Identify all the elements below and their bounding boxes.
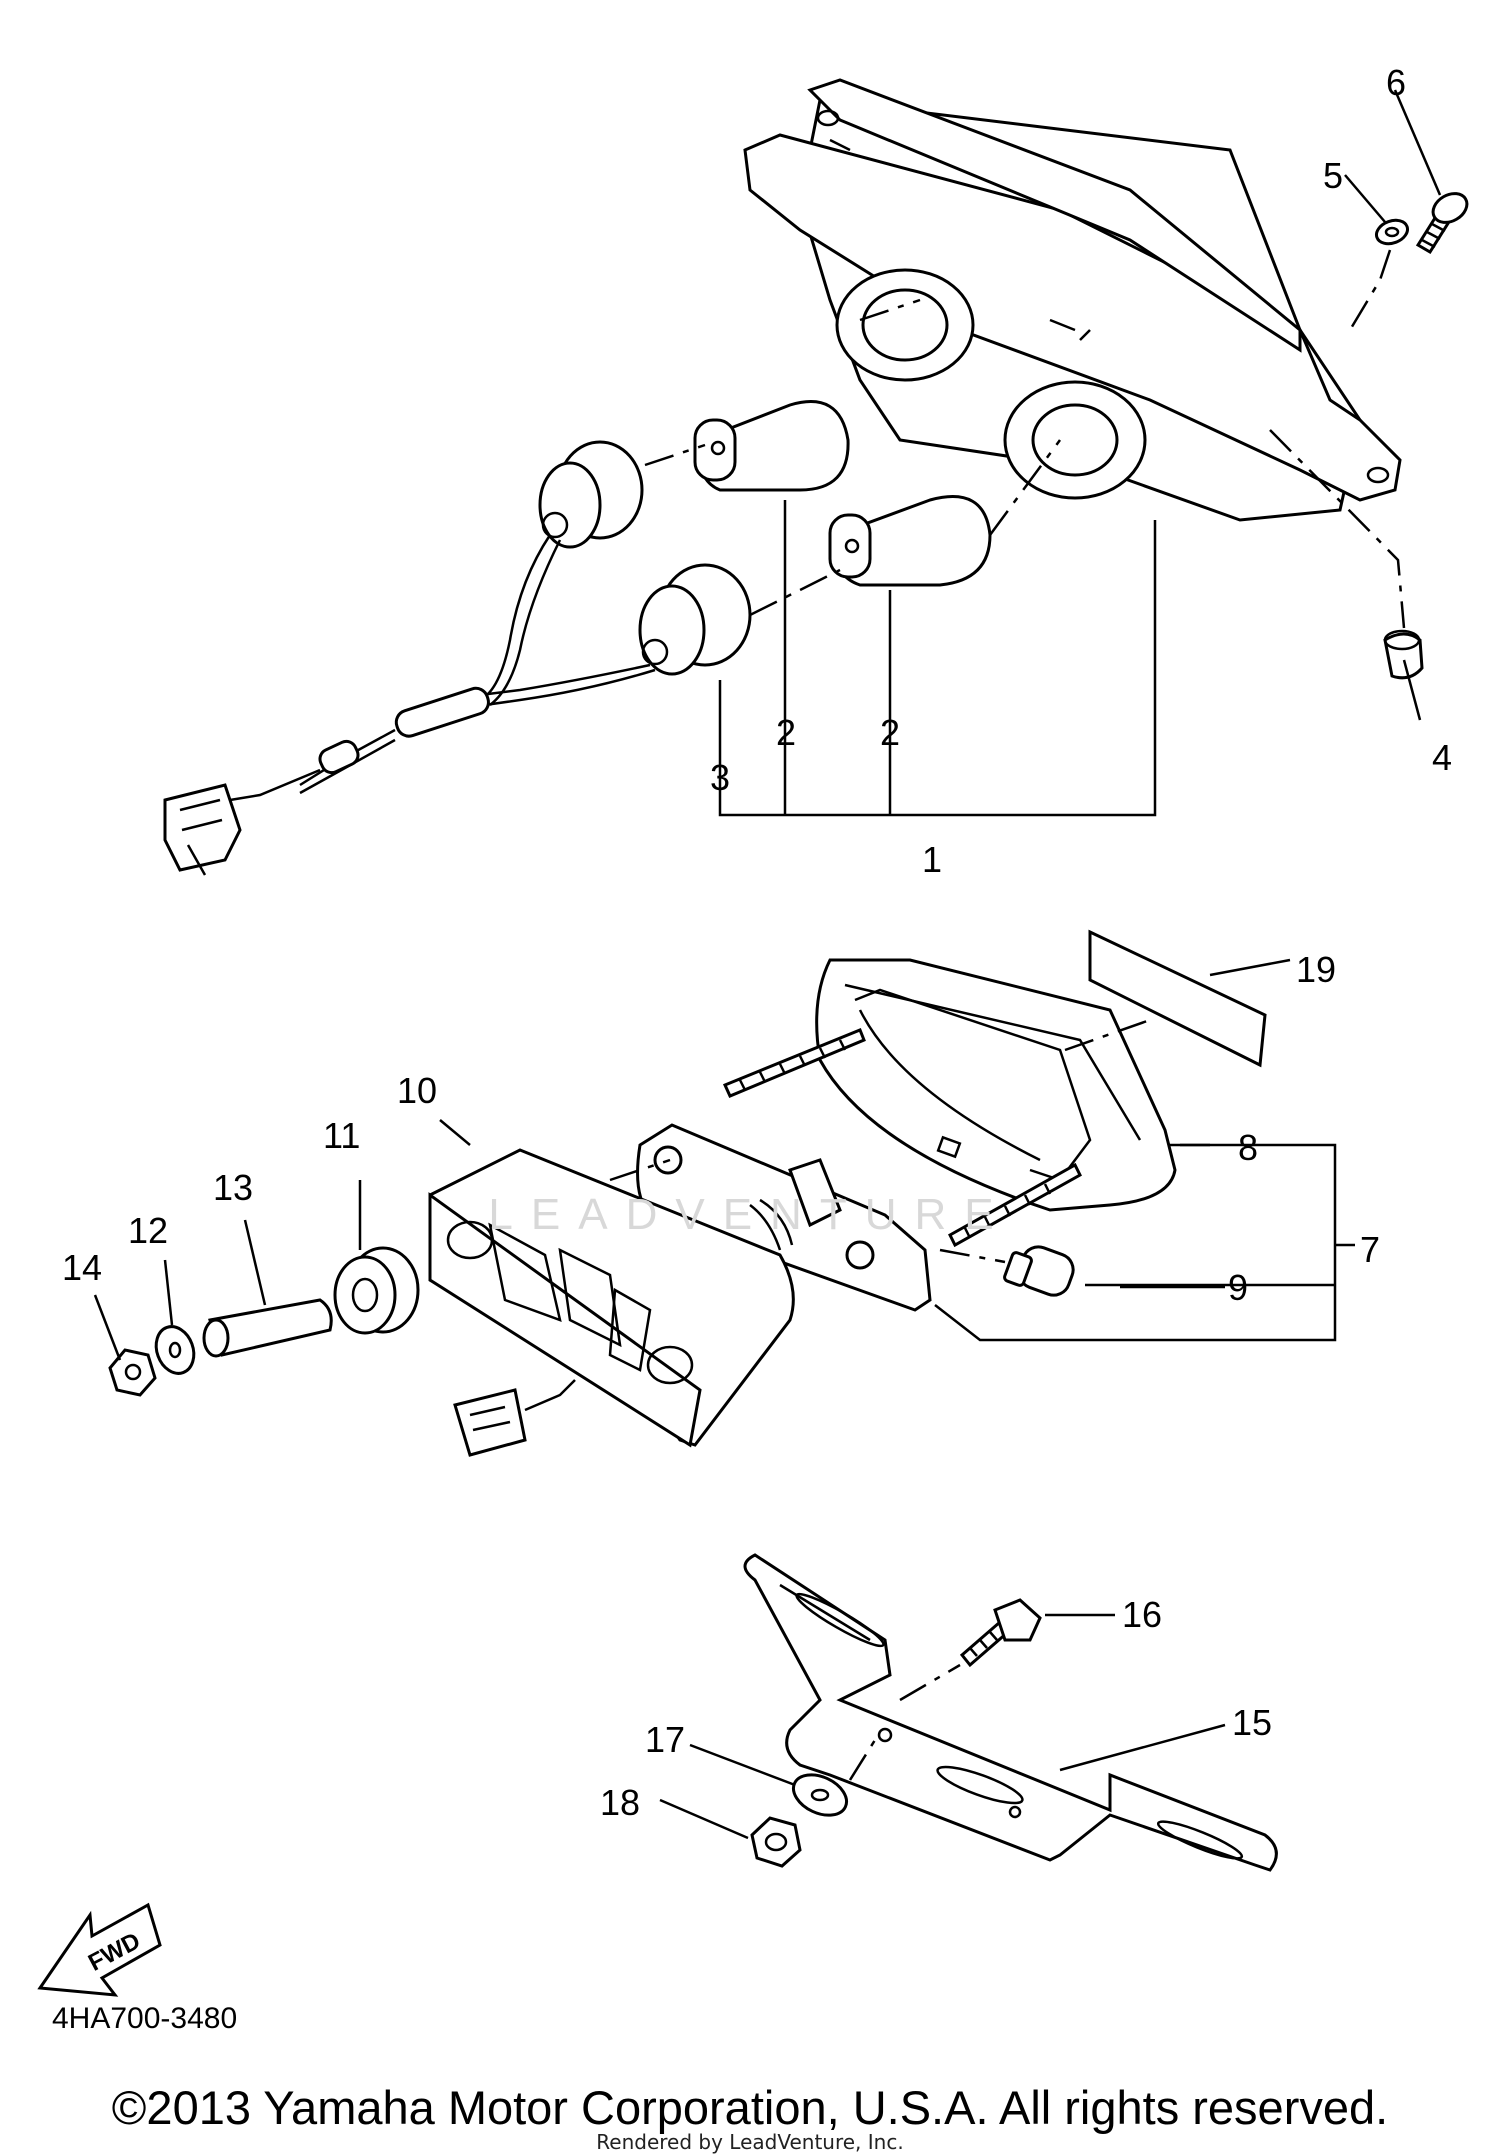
callout-17: 17 xyxy=(645,1719,685,1760)
callout-8: 8 xyxy=(1238,1127,1258,1168)
license-bulb-9 xyxy=(1003,1245,1075,1297)
callout-4: 4 xyxy=(1432,737,1452,778)
tape-strip-19 xyxy=(1088,929,1267,1068)
diagram-code: 4HA700-3480 xyxy=(52,2002,238,2035)
socket-wire-harness xyxy=(163,440,752,876)
washer-12 xyxy=(154,1325,196,1375)
rendered-by: Rendered by LeadVenture, Inc. xyxy=(596,2130,904,2154)
callout-10: 10 xyxy=(397,1070,437,1111)
callout-13: 13 xyxy=(213,1167,253,1208)
copyright-notice: ©2013 Yamaha Motor Corporation, U.S.A. A… xyxy=(111,2081,1389,2134)
callout-1: 1 xyxy=(922,839,942,880)
callout-7: 7 xyxy=(1360,1229,1380,1270)
tail-light-housing xyxy=(743,78,1402,522)
callout-15: 15 xyxy=(1232,1702,1272,1743)
callout-18: 18 xyxy=(600,1782,640,1823)
nut-14 xyxy=(108,1348,157,1397)
callout-16: 16 xyxy=(1122,1594,1162,1635)
collar-11 xyxy=(333,1246,420,1335)
callout-5: 5 xyxy=(1323,155,1343,196)
grommet-4 xyxy=(1383,629,1424,680)
bulb-lower xyxy=(828,495,992,587)
washer-5 xyxy=(1375,218,1409,246)
callout-11: 11 xyxy=(323,1115,360,1156)
license-connector xyxy=(453,1379,576,1457)
nut-18 xyxy=(750,1816,802,1868)
tube-13 xyxy=(202,1298,333,1358)
bolt-16 xyxy=(959,1598,1042,1668)
fwd-arrow: FWD xyxy=(37,1902,162,1997)
callout-3: 3 xyxy=(710,757,730,798)
bulb-upper xyxy=(693,400,850,492)
license-light-housing-10 xyxy=(428,1148,795,1448)
watermark: LEADVENTURE xyxy=(488,1190,1012,1239)
callout-6: 6 xyxy=(1386,62,1406,103)
callout-labels: 1 2 2 3 4 5 6 7 8 9 10 11 12 13 14 15 16… xyxy=(62,62,1452,1823)
license-bracket-15 xyxy=(743,1553,1278,1872)
callout-2a: 2 xyxy=(776,712,796,753)
license-light-lens xyxy=(815,958,1177,1212)
washer-17 xyxy=(792,1773,848,1817)
callout-14: 14 xyxy=(62,1247,102,1288)
callout-12: 12 xyxy=(128,1210,168,1251)
callout-19: 19 xyxy=(1296,949,1336,990)
callout-2b: 2 xyxy=(880,712,900,753)
screw-6 xyxy=(1415,192,1469,255)
callout-9: 9 xyxy=(1228,1267,1248,1308)
lens-screws xyxy=(722,1028,1082,1248)
